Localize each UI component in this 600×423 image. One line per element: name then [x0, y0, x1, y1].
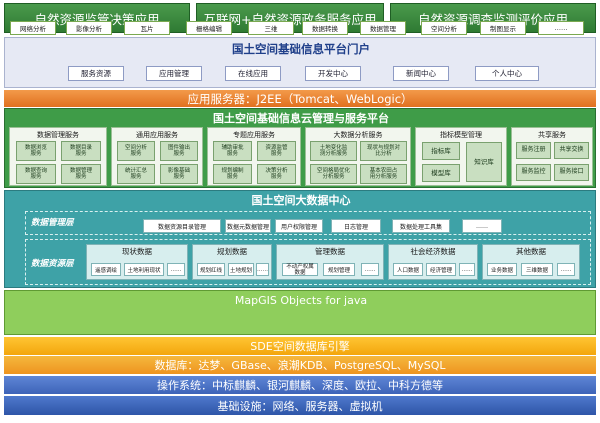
service-group-title: 数据管理服务	[37, 130, 79, 139]
service-cell-knowledge-lib: 知识库	[466, 142, 502, 182]
resource-item: 土地规划	[228, 263, 254, 276]
portal-section: 国土空间基础信息平台门户 服务资源 应用管理 在线应用 开发中心 新闻中心 个人…	[4, 37, 596, 88]
data-management-layer-label: 数据管理层	[31, 218, 74, 228]
resource-group-title: 规划数据	[217, 247, 247, 256]
service-cell: 影像基础 服务	[160, 164, 198, 184]
bigdata-title: 国土空间大数据中心	[251, 194, 351, 207]
service-cell: 服务监控	[516, 164, 551, 181]
resource-group-title: 现状数据	[122, 247, 152, 256]
infrastructure-bar: 基础设施：网络、服务器、虚拟机	[4, 396, 596, 415]
mapgis-item-data-management: 数据管理	[360, 21, 406, 35]
resource-item: 规划红线	[197, 263, 225, 276]
mapgis-item-data-convert: 数据转换	[302, 21, 348, 35]
portal-item-online-apps: 在线应用	[225, 66, 281, 81]
service-cell: 数据查询 服务	[16, 164, 56, 184]
data-resource-layer-label: 数据资源层	[31, 259, 74, 269]
portal-item-resources: 服务资源	[68, 66, 124, 81]
service-cell: 基本农田占 用分析服务	[360, 164, 407, 184]
portal-item-dev-center: 开发中心	[305, 66, 361, 81]
portal-title: 国土空间基础信息平台门户	[232, 42, 370, 56]
resource-item: 业务数据	[487, 263, 517, 276]
database-bar: 数据库：达梦、GBase、浪潮KDB、PostgreSQL、MySQL	[4, 356, 596, 374]
resource-group-socioeconomic: 社会经济数据 人口数据 经济管理 ……	[388, 244, 478, 280]
mapgis-item-3d: 三维	[248, 21, 294, 35]
service-group-title: 专题应用服务	[233, 130, 275, 139]
service-cell: 服务注册	[516, 142, 551, 159]
mapgis-title: MapGIS Objects for java	[234, 294, 368, 307]
resource-item: 土地利用现状	[124, 263, 164, 276]
portal-item-news-center: 新闻中心	[393, 66, 449, 81]
resource-group-title: 社会经济数据	[410, 247, 456, 256]
service-cell: 土地变化监 测分析服务	[310, 141, 357, 161]
service-cell: 辅助审批 服务	[213, 141, 252, 161]
service-group-sharing: 共享服务 服务注册 共享交换 服务监控 服务接口	[511, 127, 593, 186]
service-cell: 共享交换	[554, 142, 589, 159]
resource-group-current: 现状数据 遥感调绘 土地利用现状 ……	[86, 244, 188, 280]
cloud-platform-section: 国土空间基础信息云管理与服务平台 数据管理服务 数据浏览 服务 数据目录 服务 …	[4, 108, 596, 188]
sde-engine-bar: SDE空间数据库引擎	[4, 337, 596, 355]
mgmt-item-permissions: 用户权限管理	[275, 219, 323, 233]
mapgis-section: MapGIS Objects for java	[4, 290, 596, 335]
mapgis-item-network-analysis: 网络分析	[10, 21, 56, 35]
data-resource-layer	[25, 239, 591, 285]
resource-group-management: 管理数据 不动产权属 数据 规划管理 ……	[276, 244, 384, 280]
mgmt-item-more: ……	[462, 219, 502, 233]
service-cell: 决策分析 服务	[257, 164, 296, 184]
resource-group-planning: 规划数据 规划红线 土地规划 ……	[192, 244, 272, 280]
service-cell: 服务接口	[554, 164, 589, 181]
mgmt-item-metadata: 数据元数据管理	[225, 219, 271, 233]
resource-item: ……	[459, 263, 475, 276]
os-bar: 操作系统：中标麒麟、银河麒麟、深度、欧拉、中科方德等	[4, 376, 596, 394]
service-group-title: 大数据分析服务	[333, 130, 383, 139]
service-cell: 资源监管 服务	[257, 141, 296, 161]
service-group-title: 共享服务	[538, 130, 566, 139]
mapgis-item-map-display: 制图显示	[480, 21, 526, 35]
service-group-bigdata-analysis: 大数据分析服务 土地变化监 测分析服务 现状与规划对 比分析 空间格局优化 分析…	[305, 127, 411, 186]
resource-group-other: 其他数据 业务数据 三维数据 ……	[482, 244, 580, 280]
resource-item: 遥感调绘	[91, 263, 121, 276]
mapgis-item-image-analysis: 影像分析	[66, 21, 112, 35]
service-cell: 空间格局优化 分析服务	[310, 164, 357, 184]
service-group-title: 通用应用服务	[136, 130, 178, 139]
service-cell: 统计汇总 服务	[117, 164, 155, 184]
resource-item: ……	[256, 263, 269, 276]
service-group-common-app: 通用应用服务 空间分析 服务 图件输出 服务 统计汇总 服务 影像基础 服务	[111, 127, 203, 186]
service-group-data-management: 数据管理服务 数据浏览 服务 数据目录 服务 数据查询 服务 数据管理 服务	[9, 127, 107, 186]
service-group-title: 指标模型管理	[440, 130, 482, 139]
mapgis-item-raster-edit: 栅格编辑	[186, 21, 232, 35]
mgmt-item-toolset: 数据处理工具集	[392, 219, 450, 233]
resource-item: 三维数据	[521, 263, 553, 276]
app-server-bar: 应用服务器：J2EE（Tomcat、WebLogic）	[4, 90, 596, 107]
platform-title: 国土空间基础信息云管理与服务平台	[213, 112, 389, 125]
service-group-indicator-model: 指标模型管理 指标库 知识库 模型库	[415, 127, 507, 186]
service-cell: 图件输出 服务	[160, 141, 198, 161]
mgmt-item-logs: 日志管理	[331, 219, 381, 233]
resource-item: ……	[167, 263, 185, 276]
resource-item: 规划管理	[323, 263, 355, 276]
resource-group-title: 管理数据	[315, 247, 345, 256]
resource-item: 人口数据	[393, 263, 423, 276]
resource-item: 经济管理	[426, 263, 456, 276]
portal-item-personal-center: 个人中心	[475, 66, 539, 81]
resource-item: 不动产权属 数据	[282, 263, 318, 276]
mapgis-item-spatial-analysis: 空间分析	[421, 21, 467, 35]
service-cell-indicator-lib: 指标库	[422, 142, 460, 160]
mapgis-item-tiles: 瓦片	[124, 21, 170, 35]
mgmt-item-catalog: 数据资源目录管理	[143, 219, 221, 233]
mapgis-item-more: ……	[538, 21, 584, 35]
service-cell: 现状与规划对 比分析	[360, 141, 407, 161]
service-cell: 空间分析 服务	[117, 141, 155, 161]
service-cell-model-lib: 模型库	[422, 164, 460, 182]
resource-item: ……	[557, 263, 575, 276]
resource-item: ……	[361, 263, 379, 276]
service-cell: 规划编制 服务	[213, 164, 252, 184]
portal-item-app-management: 应用管理	[146, 66, 202, 81]
service-group-thematic-app: 专题应用服务 辅助审批 服务 资源监管 服务 规划编制 服务 决策分析 服务	[207, 127, 301, 186]
service-cell: 数据目录 服务	[61, 141, 101, 161]
service-cell: 数据管理 服务	[61, 164, 101, 184]
service-cell: 数据浏览 服务	[16, 141, 56, 161]
resource-group-title: 其他数据	[516, 247, 546, 256]
data-management-layer	[25, 211, 591, 235]
